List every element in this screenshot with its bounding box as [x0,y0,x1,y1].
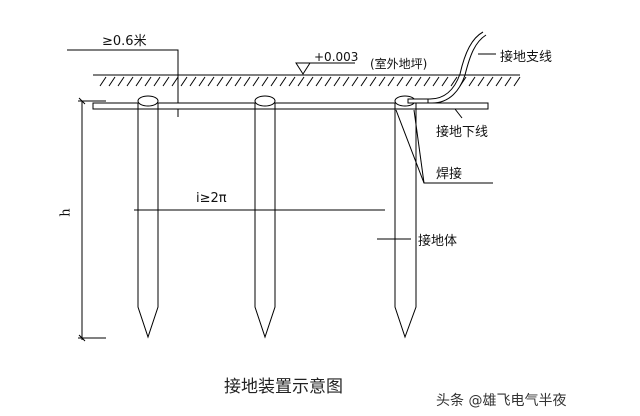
hatch-mark [171,76,179,87]
hatch-mark [306,76,314,87]
hatch-mark [396,76,404,87]
hatch-mark [144,76,152,87]
hatch-mark [342,76,350,87]
branch-wire-label: 接地支线 [500,50,553,65]
hatch-mark [468,76,476,87]
down-conductor-label: 接地下线 [436,125,489,140]
hatch-mark [288,76,296,87]
hatch-mark [153,76,161,87]
ground-hatching [99,76,521,87]
hatch-mark [414,76,422,87]
rod-1 [137,95,159,339]
hatch-mark [243,76,251,87]
hatch-mark [387,76,395,87]
hatch-mark [126,76,134,87]
spacing-label: i≥2π [196,191,227,206]
electrode-label: 接地体 [418,234,458,249]
hatch-mark [225,76,233,87]
hatch-mark [324,76,332,87]
hatch-mark [207,76,215,87]
hatch-mark [369,76,377,87]
rod-2 [254,95,276,339]
hatch-mark [117,76,125,87]
hatch-mark [351,76,359,87]
hatch-mark [405,76,413,87]
hatch-mark [180,76,188,87]
hatch-mark [252,76,260,87]
ground-label: (室外地坪) [370,57,428,71]
hatch-mark [477,76,485,87]
hatch-mark [189,76,197,87]
hatch-mark [333,76,341,87]
hatch-mark [495,76,503,87]
hatch-mark [99,76,107,87]
down-conductor-leader [454,108,463,119]
elevation-triangle [295,62,311,75]
diagram-caption: 接地装置示意图 [224,377,343,397]
horizontal-conductor [92,102,489,110]
hatch-mark [216,76,224,87]
hatch-mark [486,76,494,87]
weld-label: 焊接 [436,167,463,182]
hatch-mark [432,76,440,87]
rod-3 [394,95,417,339]
hatch-mark [315,76,323,87]
hatch-mark [162,76,170,87]
hatch-mark [270,76,278,87]
hatch-mark [261,76,269,87]
hatch-mark [198,76,206,87]
hatch-mark [378,76,386,87]
hatch-mark [297,76,305,87]
branch-wire [408,34,487,104]
hatch-mark [234,76,242,87]
hatch-mark [135,76,143,87]
depth-leader [67,49,179,117]
hatch-mark [504,76,512,87]
elevation-label: +0.003 [314,50,359,64]
height-label: h [58,208,74,217]
watermark: 头条 @雄飞电气半夜 [436,393,567,409]
hatch-mark [450,76,458,87]
depth-label: ≥0.6米 [102,34,147,49]
hatch-mark [513,76,521,87]
hatch-mark [108,76,116,87]
hatch-mark [423,76,431,87]
hatch-mark [279,76,287,87]
hatch-mark [441,76,449,87]
hatch-mark [360,76,368,87]
